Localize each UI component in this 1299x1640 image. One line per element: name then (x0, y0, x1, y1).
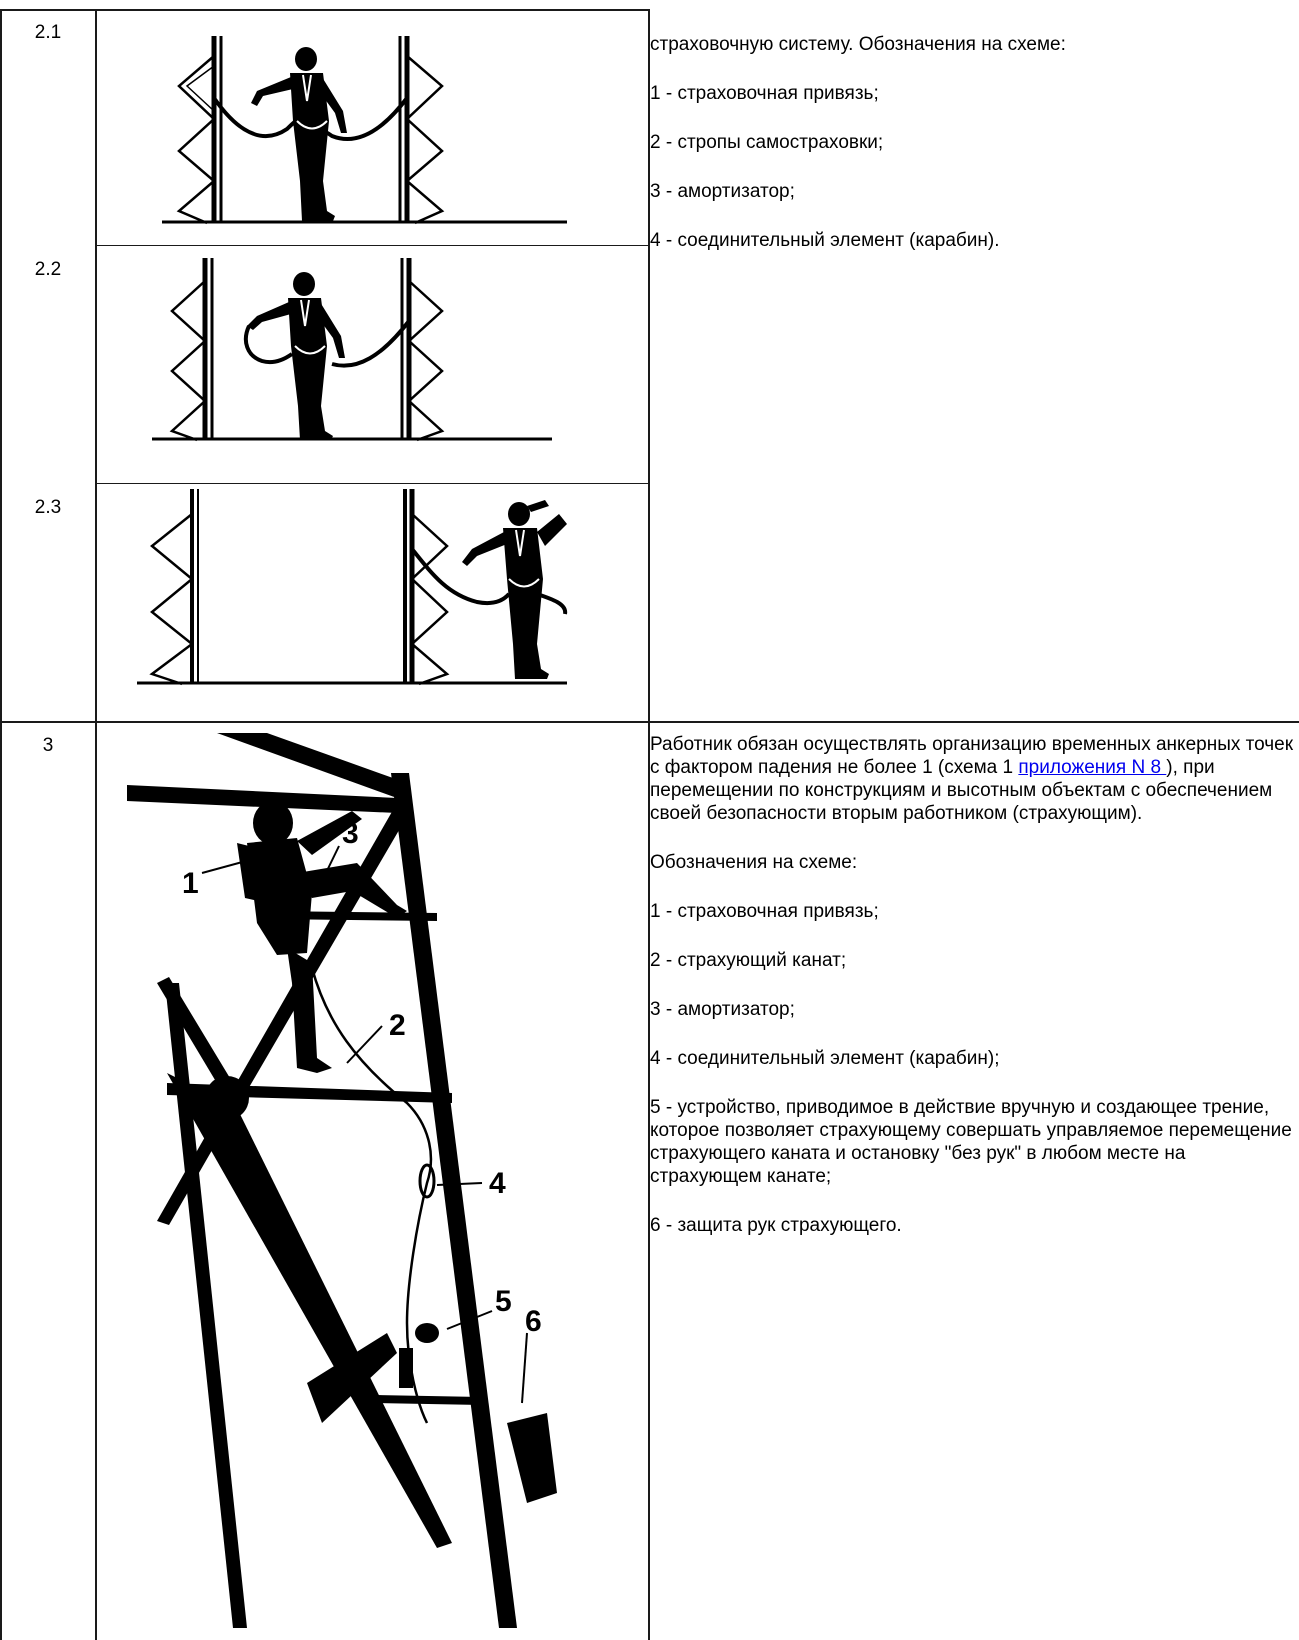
figure-3: 1 2 3 4 5 6 (127, 733, 557, 1628)
row-number: 3 (42, 735, 54, 756)
legend-item: 2 - стропы самостраховки; (650, 132, 884, 153)
figure-label: 1 (182, 867, 199, 900)
row-number: 2.1 (34, 22, 62, 43)
row-divider-3 (0, 721, 1299, 723)
figure-label: 5 (495, 1285, 512, 1318)
legend-item: 3 - амортизатор; (650, 181, 795, 202)
table-border-left (0, 9, 2, 1640)
figure-label: 4 (489, 1167, 506, 1200)
legend-block-top: страховочную систему. Обозначения на схе… (650, 33, 1295, 278)
row-number: 2.2 (34, 259, 62, 280)
legend-item: 2 - страхующий канат; (650, 950, 847, 971)
legend-block-bottom: Работник обязан осуществлять организацию… (650, 733, 1295, 1263)
figure-2-1 (162, 36, 567, 225)
figure-label: 6 (525, 1305, 542, 1338)
instruction-paragraph: Работник обязан осуществлять организацию… (650, 733, 1295, 825)
appendix-8-link[interactable]: приложения N 8 (1018, 757, 1167, 778)
figure-label: 2 (389, 1009, 406, 1042)
instruction-text-end: ), при перемещении по конструкциям и выс… (650, 757, 1273, 824)
row-divider-2 (95, 483, 650, 484)
legend-item: 3 - амортизатор; (650, 999, 795, 1020)
row-number: 2.3 (34, 497, 62, 518)
instruction-text-start: Работник обязан осуществлять организацию… (650, 734, 1294, 778)
column-divider-1 (95, 9, 97, 1640)
legend-item: 4 - соединительный элемент (карабин); (650, 1048, 1000, 1069)
figure-2-2 (152, 258, 552, 442)
legend-intro: страховочную систему. Обозначения на схе… (650, 34, 1066, 55)
figure-label: 3 (342, 817, 359, 850)
figure-2-3 (137, 489, 568, 686)
legend-item: 1 - страховочная привязь; (650, 83, 879, 104)
row-divider-1 (95, 245, 650, 246)
legend-item: 1 - страховочная привязь; (650, 901, 879, 922)
table-border-top (0, 9, 650, 11)
legend-item: 6 - защита рук страхующего. (650, 1215, 902, 1236)
legend-title: Обозначения на схеме: (650, 852, 858, 873)
legend-item: 4 - соединительный элемент (карабин). (650, 230, 1000, 251)
legend-item: 5 - устройство, приводимое в действие вр… (650, 1097, 1292, 1187)
column-divider-2 (648, 9, 650, 1640)
